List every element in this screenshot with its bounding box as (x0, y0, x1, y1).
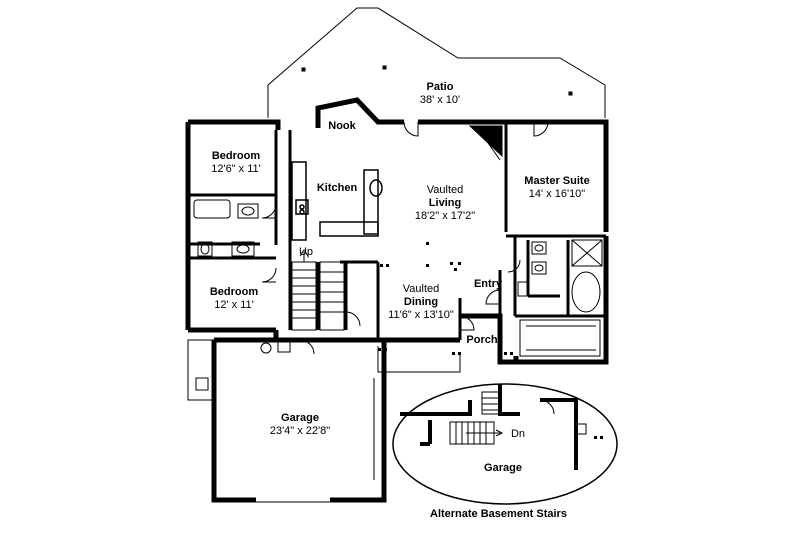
patio-outline (267, 7, 606, 118)
interior-walls (188, 122, 606, 340)
dn-text: Dn (510, 428, 526, 440)
inset-walls (400, 384, 578, 470)
master-suite-dims: 14' x 16'10" (528, 188, 586, 200)
entry-label: Entry (468, 278, 508, 291)
patio-post (382, 65, 387, 70)
dn-label: Dn (508, 428, 528, 441)
porch-name: Porch (466, 334, 498, 346)
patio-post (568, 91, 573, 96)
living-prefix: Vaulted (426, 184, 464, 196)
bedroom2-label: Bedroom 12' x 11' (196, 286, 272, 312)
fireplace (468, 125, 503, 158)
exterior-walls (185, 97, 609, 365)
bedroom1-label: Bedroom 12'6" x 11' (198, 150, 274, 176)
patio-post (301, 67, 306, 72)
inset-boundary (392, 383, 618, 505)
door-swings (261, 121, 549, 331)
bath-fixtures (193, 199, 603, 357)
nook-name: Nook (328, 120, 356, 132)
kitchen-counters (291, 161, 383, 241)
inset-garage-name: Garage (484, 462, 522, 474)
garage-name: Garage (281, 412, 319, 424)
dining-label: Vaulted Dining 11'6" x 13'10" (384, 283, 458, 322)
living-name: Living (428, 197, 462, 209)
porch-label: Porch (464, 334, 500, 347)
inset-caption: Alternate Basement Stairs (430, 508, 567, 520)
entry-name: Entry (473, 278, 503, 290)
garage-label: Garage 23'4" x 22'8" (258, 412, 342, 438)
garage-dims: 23'4" x 22'8" (269, 425, 331, 437)
main-stairs (291, 249, 345, 331)
master-suite-name: Master Suite (524, 175, 590, 187)
dining-name: Dining (403, 296, 439, 308)
living-dims: 18'2" x 17'2" (414, 210, 476, 222)
walkway (377, 346, 461, 373)
kitchen-label: Kitchen (312, 182, 362, 195)
patio-dims: 38' x 10' (419, 94, 461, 106)
bedroom1-name: Bedroom (211, 150, 261, 162)
inset-garage-label: Garage (478, 462, 528, 475)
up-label: Up (296, 246, 316, 259)
bedroom2-name: Bedroom (209, 286, 259, 298)
dining-prefix: Vaulted (402, 283, 440, 295)
bedroom1-dims: 12'6" x 11' (211, 163, 261, 175)
kitchen-name: Kitchen (316, 182, 358, 194)
patio-name: Patio (426, 81, 454, 93)
nook-label: Nook (322, 120, 362, 133)
inset-stairs (449, 391, 587, 445)
patio-label: Patio 38' x 10' (410, 81, 470, 107)
garage-fixtures (187, 339, 315, 401)
dining-dims: 11'6" x 13'10" (388, 309, 454, 321)
master-suite-label: Master Suite 14' x 16'10" (514, 175, 600, 201)
bedroom2-dims: 12' x 11' (214, 299, 254, 311)
living-label: Vaulted Living 18'2" x 17'2" (404, 184, 486, 223)
up-text: Up (298, 246, 314, 258)
